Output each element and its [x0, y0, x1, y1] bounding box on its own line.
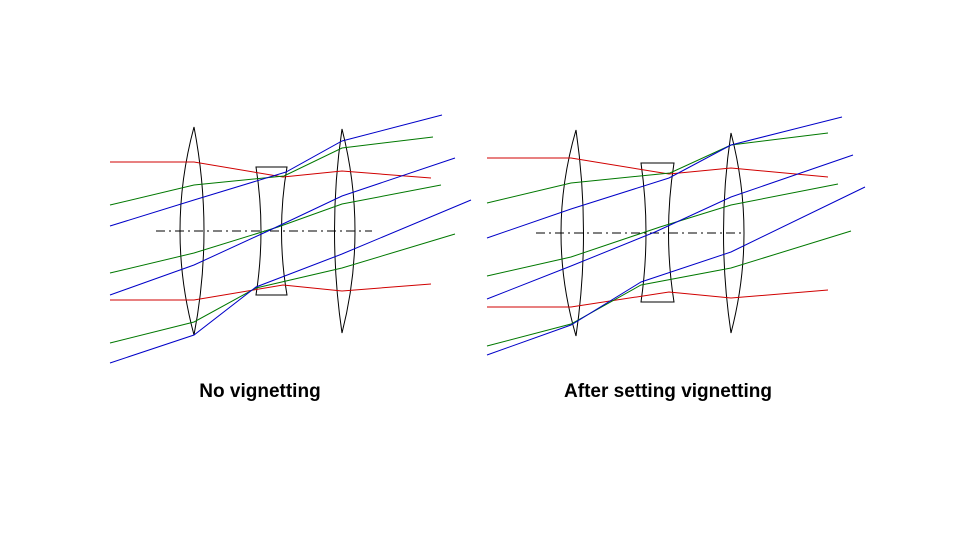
- ray-blue-1: [486, 116, 843, 239]
- front-biconvex-lens: [560, 129, 584, 337]
- rear-biconvex-lens: [723, 132, 745, 334]
- panel-no-vignetting: [109, 114, 472, 364]
- panel-after-vignetting: [486, 116, 866, 356]
- ray-red-lower: [487, 289, 829, 308]
- ray-green-2: [109, 184, 442, 274]
- ray-green-1: [109, 136, 434, 206]
- ray-blue-3: [109, 199, 472, 364]
- ray-red-lower: [110, 283, 432, 301]
- caption-no-vignetting: No vignetting: [199, 381, 321, 402]
- ray-green-2: [486, 183, 839, 277]
- ray-blue-2: [109, 157, 456, 296]
- ray-red-upper: [487, 157, 829, 178]
- ray-green-3: [486, 230, 852, 347]
- ray-blue-2: [486, 154, 854, 300]
- middle-biconcave-lens: [255, 166, 288, 296]
- ray-green-3: [109, 233, 456, 344]
- caption-after-vignetting: After setting vignetting: [564, 381, 772, 402]
- ray-green-1: [486, 132, 829, 204]
- middle-biconcave-lens: [640, 162, 675, 303]
- ray-red-upper: [110, 161, 432, 179]
- ray-blue-1: [109, 114, 443, 227]
- ray-blue-3: [486, 186, 866, 356]
